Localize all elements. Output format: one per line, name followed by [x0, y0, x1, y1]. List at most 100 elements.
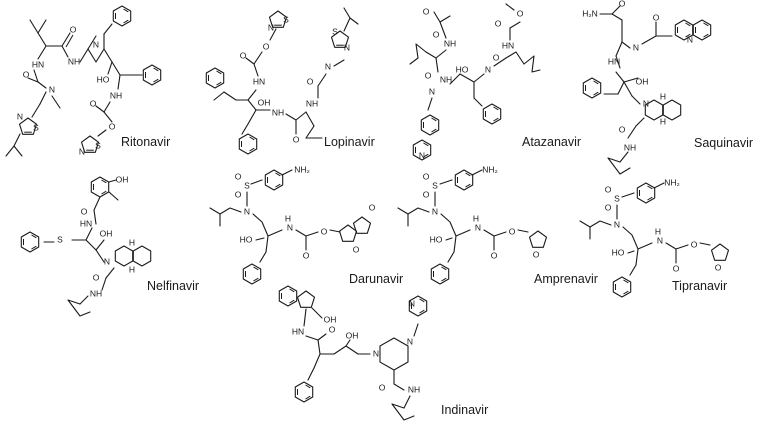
svg-text:NH₂: NH₂: [482, 164, 498, 174]
molecule-nelfinavir: OH O HN S OH N H H O NH: [20, 174, 152, 317]
svg-text:O: O: [81, 206, 88, 216]
svg-text:N: N: [485, 64, 491, 74]
svg-text:O: O: [423, 189, 430, 199]
svg-text:N: N: [17, 111, 23, 121]
svg-text:O: O: [321, 226, 328, 236]
svg-text:HN: HN: [608, 56, 620, 66]
label-lopinavir: Lopinavir: [324, 135, 375, 149]
svg-text:NH: NH: [110, 90, 122, 100]
svg-text:S: S: [432, 180, 438, 190]
svg-text:NH: NH: [272, 107, 284, 117]
molecule-amprenavir: O S O NH₂ N HO N H O O O: [397, 164, 548, 285]
svg-text:NH: NH: [444, 38, 456, 48]
svg-text:HO: HO: [612, 247, 625, 257]
svg-text:N: N: [287, 222, 293, 232]
svg-text:O: O: [109, 121, 116, 131]
molecule-saquinavir: H₂N O N O N HN OH: [582, 0, 712, 175]
svg-text:NH: NH: [90, 288, 102, 298]
svg-text:OH: OH: [346, 330, 359, 340]
molecule-tipranavir: O S O NH₂ N HO N H O O O: [579, 177, 730, 298]
svg-text:O: O: [433, 29, 440, 39]
svg-text:O: O: [673, 263, 680, 273]
svg-text:N: N: [633, 42, 639, 52]
svg-text:HO: HO: [430, 234, 443, 244]
svg-text:O: O: [23, 69, 30, 79]
molecule-indinavir: OH HN O OH N N N O NH: [278, 285, 428, 421]
svg-text:S: S: [244, 180, 250, 190]
svg-text:OH: OH: [636, 76, 649, 86]
label-darunavir: Darunavir: [349, 272, 404, 286]
svg-text:S: S: [57, 234, 63, 244]
svg-text:H: H: [285, 213, 291, 223]
svg-text:S: S: [33, 122, 39, 132]
svg-text:S: S: [283, 14, 289, 24]
svg-text:N: N: [79, 146, 85, 156]
svg-text:O: O: [653, 12, 660, 22]
svg-text:O: O: [90, 98, 97, 108]
molecule-atazanavir: O O NH O NH N N HO N HN O: [409, 3, 541, 161]
label-tipranavir: Tipranavir: [672, 279, 728, 293]
svg-text:OH: OH: [116, 174, 129, 184]
svg-text:S: S: [332, 26, 338, 36]
svg-text:O: O: [715, 262, 722, 272]
svg-text:O: O: [303, 250, 310, 260]
svg-text:NH₂: NH₂: [664, 177, 680, 187]
svg-text:HN: HN: [292, 326, 304, 336]
svg-text:O: O: [93, 272, 100, 282]
molecule-lopinavir: S N O O HN OH NH O NH O: [205, 7, 359, 155]
svg-text:N: N: [614, 219, 620, 229]
svg-text:N: N: [432, 206, 438, 216]
svg-text:O: O: [517, 8, 524, 18]
svg-text:NH₂: NH₂: [294, 164, 310, 174]
svg-text:O: O: [493, 52, 500, 62]
svg-text:HO: HO: [97, 74, 110, 84]
svg-text:HN: HN: [502, 40, 514, 50]
svg-text:O: O: [495, 18, 502, 28]
svg-text:O: O: [491, 250, 498, 260]
svg-text:OH: OH: [324, 314, 337, 324]
svg-text:HO: HO: [240, 234, 253, 244]
svg-text:O: O: [423, 171, 430, 181]
svg-text:N: N: [407, 336, 413, 346]
svg-text:NH: NH: [306, 98, 318, 108]
label-saquinavir: Saquinavir: [694, 136, 754, 150]
label-ritonavir: Ritonavir: [121, 135, 171, 149]
svg-text:O: O: [235, 171, 242, 181]
svg-text:O: O: [605, 184, 612, 194]
svg-text:O: O: [379, 382, 386, 392]
svg-text:H₂N: H₂N: [582, 8, 598, 18]
svg-text:N: N: [373, 348, 379, 358]
svg-text:N: N: [268, 22, 274, 32]
svg-text:O: O: [533, 249, 540, 259]
svg-text:H: H: [660, 116, 666, 126]
svg-text:N: N: [643, 98, 649, 108]
svg-text:O: O: [423, 6, 430, 16]
svg-text:H: H: [129, 237, 135, 247]
svg-text:O: O: [329, 324, 336, 334]
svg-text:O: O: [263, 41, 270, 51]
svg-text:N: N: [475, 222, 481, 232]
svg-text:S: S: [614, 193, 620, 203]
svg-text:N: N: [419, 150, 425, 160]
svg-text:OH: OH: [258, 97, 271, 107]
svg-text:N: N: [429, 86, 435, 96]
svg-text:O: O: [425, 70, 432, 80]
svg-text:N: N: [244, 206, 250, 216]
svg-text:N: N: [687, 34, 693, 44]
svg-text:HN: HN: [32, 59, 44, 69]
svg-text:S: S: [95, 140, 101, 150]
label-indinavir: Indinavir: [441, 403, 489, 417]
label-nelfinavir: Nelfinavir: [147, 279, 200, 293]
svg-text:N: N: [93, 39, 99, 49]
svg-text:N: N: [104, 256, 110, 266]
svg-text:O: O: [619, 0, 626, 8]
svg-text:N: N: [344, 42, 350, 52]
svg-text:H: H: [473, 213, 479, 223]
svg-text:HN: HN: [80, 218, 92, 228]
svg-text:O: O: [293, 134, 300, 144]
label-atazanavir: Atazanavir: [522, 135, 582, 149]
svg-text:HO: HO: [456, 64, 469, 74]
svg-text:NH: NH: [68, 56, 80, 66]
svg-text:O: O: [369, 202, 376, 212]
svg-text:HN: HN: [253, 76, 265, 86]
